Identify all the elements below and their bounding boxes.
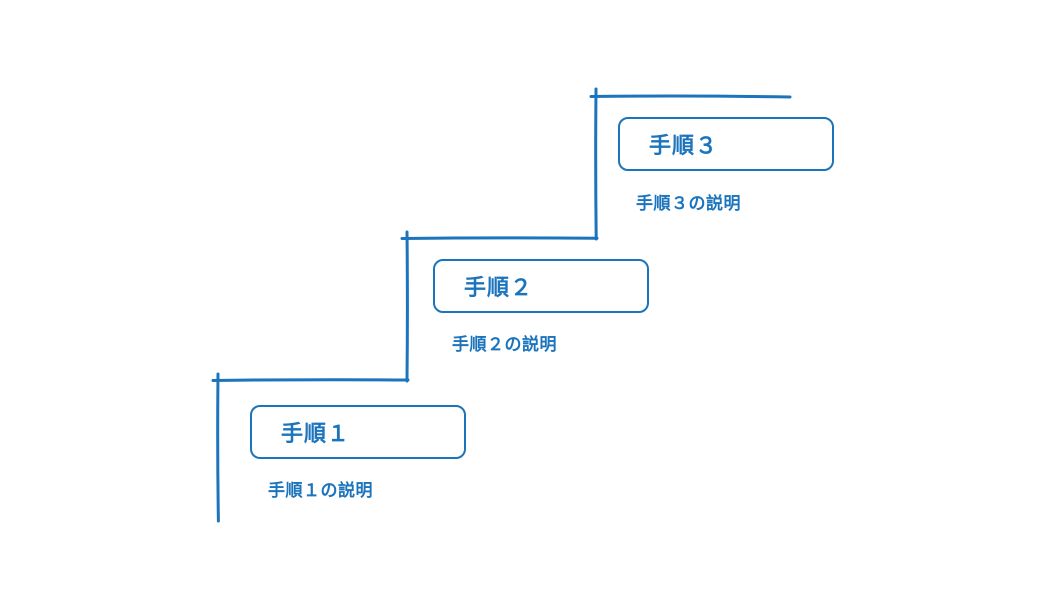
step-1-box: 手順１ <box>250 405 466 459</box>
step-2-tread-line <box>400 236 599 240</box>
step-1-description: 手順１の説明 <box>268 481 373 500</box>
step-1-tread-line <box>211 378 410 382</box>
step-2-description: 手順２の説明 <box>452 335 557 354</box>
step-3-riser-line <box>594 87 598 241</box>
step-3-title: 手順３ <box>649 133 719 158</box>
step-1-riser-line <box>216 372 220 523</box>
step-3-tread-line <box>589 94 792 99</box>
step-3-description: 手順３の説明 <box>636 194 741 213</box>
step-2-box: 手順２ <box>433 259 649 313</box>
step-3-box: 手順３ <box>618 117 834 171</box>
step-1-title: 手順１ <box>281 421 351 446</box>
step-2-title: 手順２ <box>464 275 534 300</box>
